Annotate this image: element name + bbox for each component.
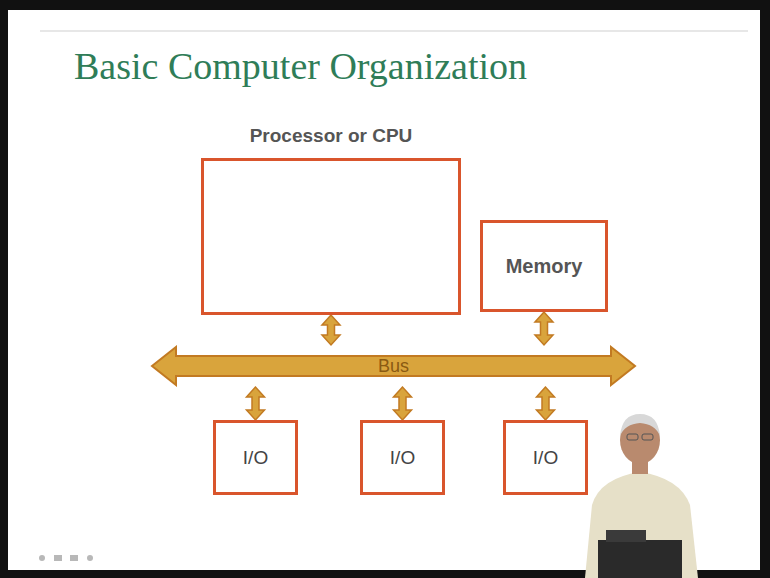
- slide-title: Basic Computer Organization: [74, 44, 527, 88]
- bus-connector: [322, 315, 340, 345]
- processor-box: Processor or CPU: [201, 158, 461, 315]
- bus-connector: [535, 312, 553, 345]
- bus-connector: [247, 387, 265, 420]
- box-heading: Processor or CPU: [204, 125, 458, 147]
- bus-connector: [537, 387, 555, 420]
- bus-connector: [394, 387, 412, 420]
- io-box: I/O: [503, 420, 588, 495]
- nav-icons: [39, 555, 93, 561]
- io-box: I/O: [360, 420, 445, 495]
- presenter-figure: [585, 414, 698, 578]
- io-box: I/O: [213, 420, 298, 495]
- rule-line: [40, 31, 748, 32]
- box-label: I/O: [243, 447, 268, 469]
- bus-label: Bus: [378, 356, 409, 377]
- box-label: I/O: [533, 447, 558, 469]
- box-label: I/O: [390, 447, 415, 469]
- box-label: Memory: [506, 255, 583, 278]
- memory-box: Memory: [480, 220, 608, 312]
- bus-band: Bus: [150, 345, 637, 387]
